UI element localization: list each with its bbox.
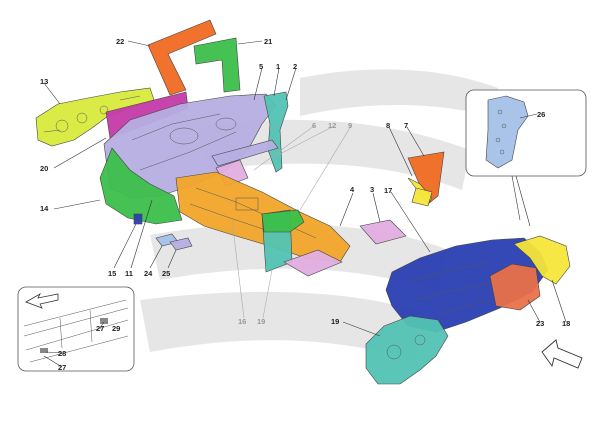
part-18-yellow-bracket[interactable] [513,235,571,285]
callout-2: 2 [293,62,297,71]
callout-13: 13 [40,77,48,86]
callout-18: 18 [562,319,570,328]
part-15-clip[interactable] [133,213,143,225]
callout-labels: 22 21 13 5 1 2 20 14 15 11 24 25 6 12 9 … [40,37,570,372]
callout-9: 9 [348,121,352,130]
callout-12: 12 [328,121,336,130]
callout-8: 8 [386,121,390,130]
callout-11: 11 [125,269,133,278]
callout-27-upper: 27 [96,324,104,333]
part-19-pink-pad[interactable] [283,249,343,277]
callout-4: 4 [350,185,355,194]
callout-19-lower: 19 [331,317,339,326]
inset-detail-26 [465,89,587,227]
callout-15: 15 [108,269,116,278]
inset-detail-27-28-29 [17,286,135,372]
part-21-green-bracket[interactable] [193,37,241,93]
callout-6: 6 [312,121,316,130]
callout-16: 16 [238,317,246,326]
callout-14: 14 [40,204,49,213]
callout-26: 26 [537,110,545,119]
callout-25: 25 [162,269,170,278]
part-1-2-teal-bracket[interactable] [263,91,289,173]
callout-21: 21 [264,37,272,46]
callout-24: 24 [144,269,153,278]
callout-28: 28 [58,349,66,358]
callout-1: 1 [276,62,280,71]
part-23-salmon-part[interactable] [489,263,541,311]
part-8-yellow-foot[interactable] [411,187,433,207]
inset-direction-arrow [25,292,59,309]
callout-22: 22 [116,37,124,46]
part-14-green-side[interactable] [99,147,183,225]
part-12-strip[interactable] [211,139,279,167]
callout-29: 29 [112,324,120,333]
part-25-pad[interactable] [169,237,193,251]
part-19-teal-casting[interactable] [365,315,449,385]
leader-lines [43,40,567,368]
callout-27-lower: 27 [58,363,66,372]
callout-3: 3 [370,185,374,194]
callout-17: 17 [384,186,392,195]
callout-7: 7 [404,121,408,130]
direction-arrow [541,339,583,369]
part-22-orange-bracket[interactable] [147,19,217,96]
callout-19-upper: 19 [257,317,265,326]
callout-20: 20 [40,164,48,173]
part-16-green-top[interactable] [261,209,305,233]
callout-23: 23 [536,319,544,328]
callout-5: 5 [259,62,263,71]
